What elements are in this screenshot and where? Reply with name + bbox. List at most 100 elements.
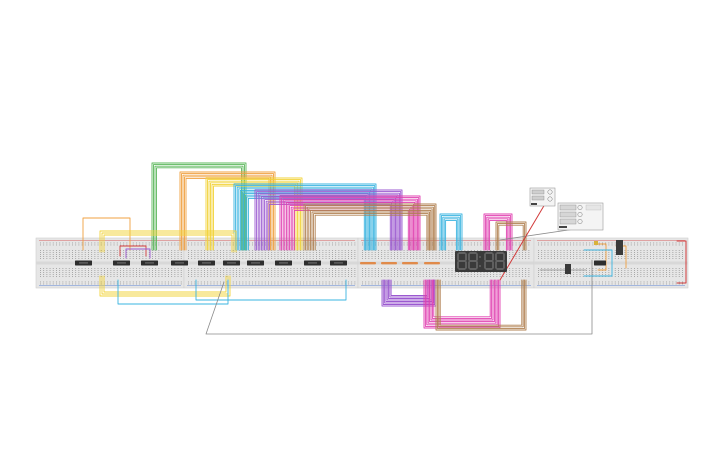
yellow-wire <box>99 230 237 253</box>
center-channel <box>184 261 358 265</box>
orange-wire <box>182 174 273 251</box>
yellow-wire <box>210 182 298 251</box>
display-digit <box>468 252 478 270</box>
orange-wire <box>82 217 131 251</box>
brown-wire <box>306 206 434 251</box>
module-screw-icon <box>577 219 583 224</box>
yellow-wire <box>99 275 231 297</box>
module-connector <box>559 204 577 211</box>
cyan-wire <box>442 216 460 251</box>
green-wire <box>151 162 247 251</box>
display-colon-dot <box>479 265 481 267</box>
cyan-wire <box>195 279 347 301</box>
module-connector <box>531 189 545 195</box>
purple-wire <box>125 248 151 259</box>
brown-wire <box>313 213 429 251</box>
purple-wire <box>254 189 403 251</box>
green-wire <box>153 164 245 251</box>
hole-grid <box>538 242 683 285</box>
yellow-wire <box>103 275 227 293</box>
display-digit <box>495 252 505 270</box>
display-colon-dot <box>479 256 481 258</box>
yellow-wire <box>101 232 235 253</box>
module-connector <box>531 195 545 201</box>
brown-wire <box>435 279 527 331</box>
magenta-wire <box>433 279 491 318</box>
cyan-wire <box>445 219 457 251</box>
display-body <box>455 251 507 272</box>
purple-wire <box>257 192 400 251</box>
module-pin-header <box>531 203 537 205</box>
ic-chip-marking <box>145 262 154 264</box>
cyan-wire <box>583 249 613 277</box>
brown-wire <box>303 203 437 251</box>
brown-wire <box>436 279 526 329</box>
module-connector <box>559 211 577 218</box>
magenta-wire <box>431 279 493 319</box>
yellow-wire <box>103 234 233 253</box>
gray-wire <box>205 259 593 335</box>
module-screw-icon <box>547 196 553 202</box>
purple-wire <box>382 279 436 305</box>
center-channel <box>358 261 534 265</box>
ic-chip-marking <box>79 262 88 264</box>
magenta-wire <box>489 219 507 251</box>
red-wire <box>676 240 687 284</box>
ic-chip-marking <box>117 262 126 264</box>
red-wire <box>119 245 147 257</box>
ic-chip-marking <box>279 262 288 264</box>
magenta-wire <box>483 213 513 251</box>
resistor <box>402 262 418 265</box>
magenta-wire <box>427 279 497 324</box>
cyan-wire <box>440 215 462 251</box>
components-layer <box>75 187 623 274</box>
led <box>594 241 598 245</box>
red-wire <box>499 203 546 281</box>
magenta-wire <box>484 215 512 251</box>
magenta-wire <box>279 195 421 251</box>
magenta-wire <box>285 201 416 251</box>
brown-wire <box>309 209 432 251</box>
magenta-wire <box>487 218 509 251</box>
ic-chip-marking <box>175 262 184 264</box>
wires-layer <box>82 162 687 335</box>
ic-chip-marking <box>227 262 236 264</box>
module-screw-icon <box>577 212 583 217</box>
module-chip <box>585 204 602 211</box>
magenta-wire <box>486 216 510 251</box>
breadboard-4 <box>533 237 689 289</box>
cyan-wire <box>233 183 377 251</box>
hole-grid <box>40 242 182 285</box>
cyan-wire <box>439 213 463 251</box>
ic-chip-marking <box>308 262 317 264</box>
brown-wire <box>498 224 524 251</box>
seven-segment-display <box>455 251 507 272</box>
brown-wire <box>305 205 436 251</box>
magenta-wire <box>430 279 494 321</box>
magenta-wire <box>282 198 418 251</box>
module-pin-header <box>559 226 567 228</box>
module-screw-icon <box>547 189 553 195</box>
brown-wire <box>311 211 430 251</box>
orange-wire <box>181 173 274 251</box>
ic-chip-marking <box>251 262 260 264</box>
center-channel <box>36 261 184 265</box>
green-wire <box>156 167 242 251</box>
cyan-wire <box>117 279 229 305</box>
center-channel <box>534 261 688 265</box>
brown-wire <box>439 279 523 326</box>
orange-wire <box>184 176 271 251</box>
module-2 <box>557 202 604 231</box>
ic-chip <box>594 260 606 266</box>
green-wire <box>154 165 244 251</box>
resistor <box>381 262 397 265</box>
resistor <box>360 262 376 265</box>
yellow-wire <box>205 177 303 251</box>
module-connector <box>559 218 577 225</box>
magenta-wire <box>284 200 417 251</box>
transistor <box>565 264 571 274</box>
cyan-wire <box>443 218 459 251</box>
orange-wire <box>597 243 607 271</box>
brown-wire <box>314 214 428 251</box>
cyan-wire <box>235 185 376 251</box>
